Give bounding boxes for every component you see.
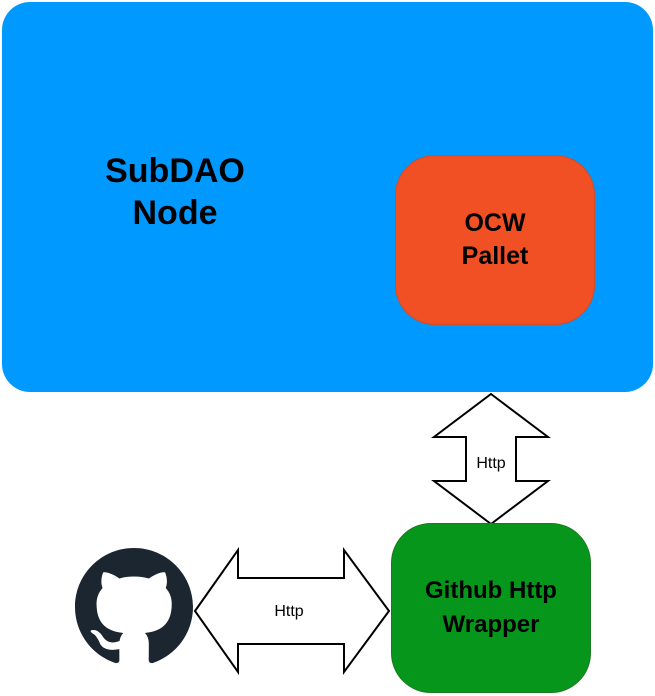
subdao-node-label-line1: SubDAO xyxy=(105,152,245,190)
horizontal-double-arrow xyxy=(193,546,391,676)
wrapper-label-line1: Github Http xyxy=(425,577,557,604)
horizontal-arrow-label: Http xyxy=(274,603,304,620)
subdao-node-label-line2: Node xyxy=(132,194,218,232)
ocw-pallet-label-line2: Pallet xyxy=(461,242,529,270)
github-http-wrapper-box: Github Http Wrapper xyxy=(391,523,591,693)
github-octocat-icon xyxy=(75,548,193,664)
subdao-node-label: SubDAO Node xyxy=(60,150,290,234)
vertical-arrow-label: Http xyxy=(476,455,506,472)
ocw-pallet-box: OCW Pallet xyxy=(395,155,595,325)
wrapper-label-line2: Wrapper xyxy=(442,611,540,638)
ocw-pallet-label-line1: OCW xyxy=(464,209,526,237)
